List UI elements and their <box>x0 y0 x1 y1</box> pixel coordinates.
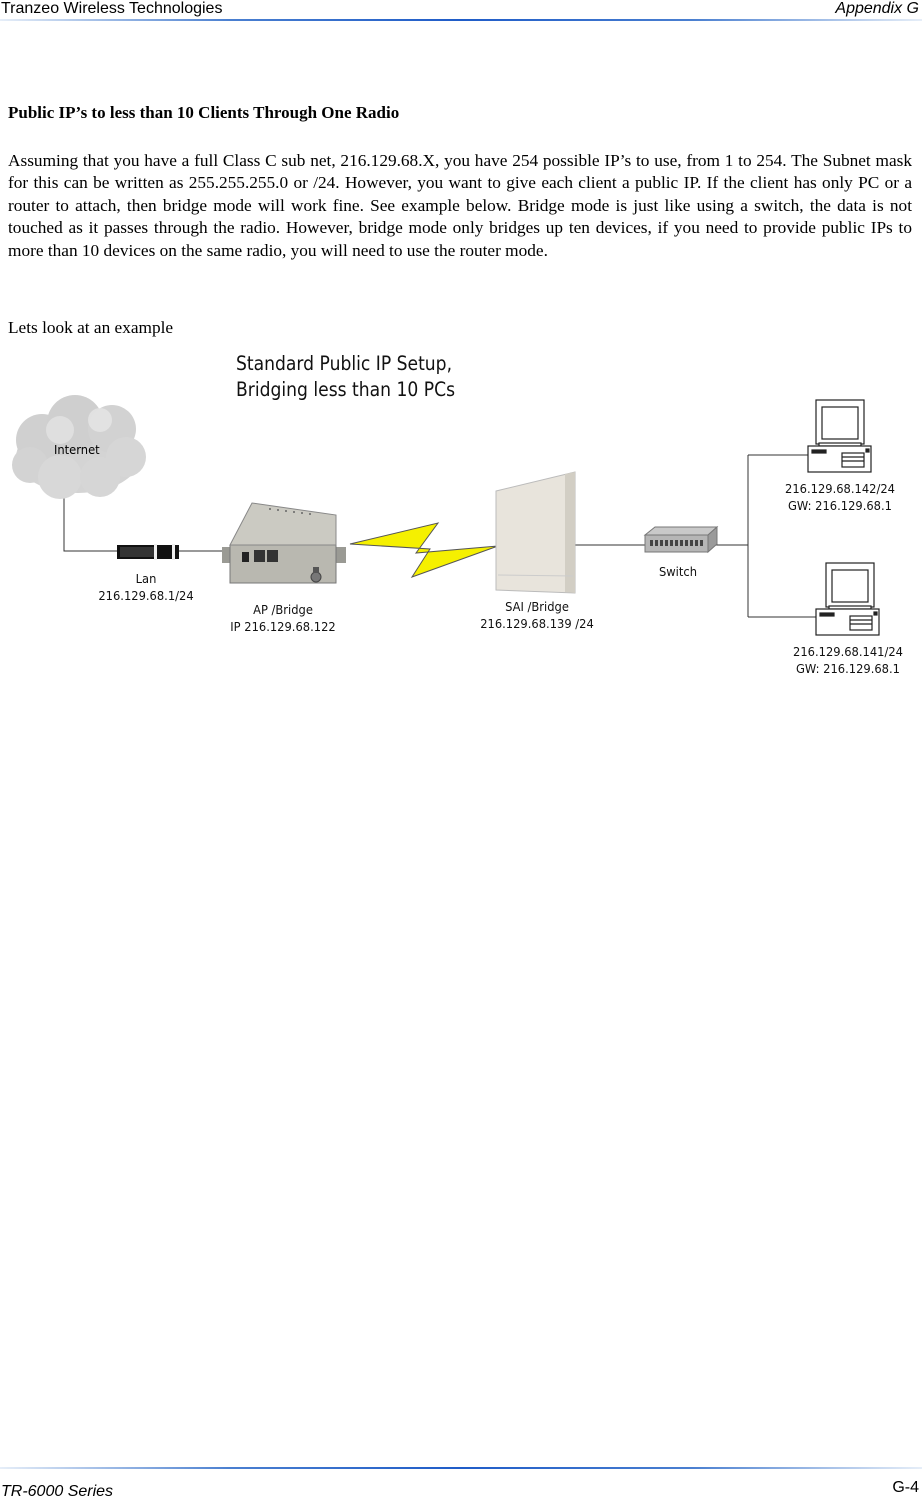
internet-to-lan-line <box>63 495 118 552</box>
pc1-computer-icon <box>807 399 872 473</box>
lan-label-line1: Lan <box>135 571 157 586</box>
section-heading: Public IP’s to less than 10 Clients Thro… <box>8 103 400 122</box>
footer-series: TR-6000 Series <box>1 1483 114 1500</box>
diagram-graphics <box>12 395 880 636</box>
sai-antenna-icon <box>495 471 576 594</box>
internet-label: Internet <box>53 442 100 457</box>
header-appendix: Appendix G <box>835 0 919 17</box>
sai-label-line2: 216.129.68.139 /24 <box>480 616 594 631</box>
lan-label: Lan 216.129.68.1/24 <box>93 570 200 604</box>
lan-label-line2: 216.129.68.1/24 <box>98 588 194 603</box>
pc1-label: 216.129.68.142/24 GW: 216.129.68.1 <box>781 480 899 514</box>
cloud-icon <box>12 395 146 499</box>
body-paragraph: Assuming that you have a full Class C su… <box>8 151 912 260</box>
pc1-label-line2: GW: 216.129.68.1 <box>788 498 892 513</box>
sai-label: SAI /Bridge 216.129.68.139 /24 <box>479 598 595 632</box>
ap-label-line1: AP /Bridge <box>253 602 313 617</box>
wireless-link-icon <box>349 522 499 578</box>
diagram-title: Standard Public IP Setup, Bridging less … <box>236 351 455 403</box>
sai-label-line1: SAI /Bridge <box>505 599 569 614</box>
example-intro: Lets look at an example <box>8 318 174 337</box>
pc2-label-line2: GW: 216.129.68.1 <box>796 661 900 676</box>
ap-label: AP /Bridge IP 216.129.68.122 <box>227 601 339 635</box>
footer-rule <box>0 1467 922 1469</box>
pc2-label: 216.129.68.141/24 GW: 216.129.68.1 <box>789 643 907 677</box>
lan-connector-icon <box>117 544 179 560</box>
footer-page-number: G-4 <box>892 1479 919 1496</box>
switch-label: Switch <box>658 564 698 579</box>
pc2-computer-icon <box>815 562 880 636</box>
diagram-title-line2: Bridging less than 10 PCs <box>236 378 456 401</box>
pc2-label-line1: 216.129.68.141/24 <box>793 644 903 659</box>
diagram-title-line1: Standard Public IP Setup, <box>236 352 453 375</box>
pc1-label-line1: 216.129.68.142/24 <box>785 481 895 496</box>
switch-icon <box>643 525 719 554</box>
ap-bridge-icon <box>222 502 346 584</box>
header-company: Tranzeo Wireless Technologies <box>1 0 223 17</box>
header-rule <box>0 19 922 21</box>
network-diagram: Standard Public IP Setup, Bridging less … <box>0 345 922 690</box>
ap-label-line2: IP 216.129.68.122 <box>230 619 336 634</box>
